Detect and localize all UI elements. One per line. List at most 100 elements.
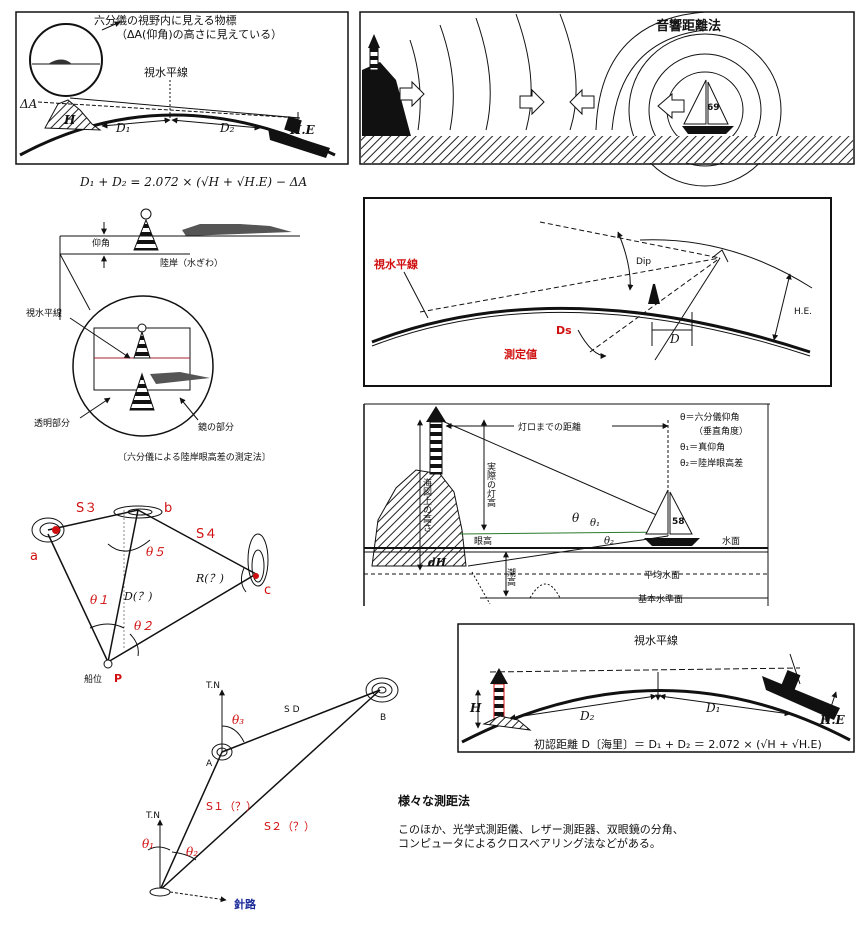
panel-2-frame	[359, 11, 855, 165]
course-label: 針路	[234, 897, 257, 911]
theta5-label: θ５	[146, 545, 165, 559]
legend-1b: （垂直角度）	[694, 425, 748, 437]
panel-dip-measurement: Dip H.E. D 視水平線 Ds 測定値	[363, 197, 832, 387]
measured-label: 測定値	[504, 347, 537, 361]
d2-label-7: D₂	[579, 709, 595, 723]
legend-3: θ₂＝陸岸眼高差	[680, 457, 743, 469]
he-label-4: H.E.	[794, 307, 812, 317]
r-label-6: R(？)	[195, 572, 224, 585]
transparent-label: 透明部分	[34, 417, 70, 429]
lighthouse-icon	[369, 47, 379, 71]
panel-shore-dip-method: 仰角 陸岸（水ぎわ） 視水平線 透明部分 鏡の部分 〔六分儀による陸岸眼高差の測…	[26, 208, 300, 463]
ship-icon-8	[149, 887, 171, 897]
note-title: 様々な測距法	[398, 794, 471, 808]
chart-height-label: 海図上の高さ	[421, 477, 432, 532]
point-b-label: b	[164, 501, 172, 516]
formula-7: 初認距離 D〔海里〕＝ D₁ + D₂ ＝ 2.072 × (√H + √H.E…	[534, 737, 822, 751]
eye-height-label: 眼高	[474, 535, 492, 547]
left-arrow-2	[657, 92, 685, 120]
water-surface-label: 水面	[722, 535, 740, 547]
point-a-label-8: A	[206, 759, 213, 769]
distance-label: 灯ロまでの距離	[518, 421, 581, 433]
cliff-icon	[362, 62, 412, 140]
point-a-label: a	[30, 549, 38, 564]
sailboat-icon-5	[644, 489, 700, 546]
note-line1: このほか、光学式測距儀、レザー測距器、双眼鏡の分角、	[398, 823, 684, 836]
ship-icon-7	[762, 653, 840, 720]
panel-acoustic-distance: 音響距離法 69	[359, 11, 855, 187]
land-icon	[44, 99, 102, 131]
svg-text:実際の灯高: 実際の灯高	[485, 461, 496, 508]
horizon-label-3: 視水平線	[26, 307, 62, 319]
far-land-icon	[182, 224, 292, 236]
theta1-label: θ₁	[590, 518, 600, 529]
theta2-label: θ₂	[604, 536, 614, 547]
legend-1a: θ＝六分儀仰角	[680, 411, 740, 423]
dip-label: Dip	[636, 257, 651, 267]
delta-a-label: ΔA	[19, 97, 38, 111]
right-arrow-2	[519, 88, 545, 116]
panel-lighthouse-distance: 灯ロまでの距離 θ θ₁ θ₂ 58 θ＝六分儀仰角 （垂直角度） θ₁＝真仰角…	[363, 403, 770, 606]
sailboat-number: 69	[707, 103, 720, 113]
he-label-7: H.E	[819, 713, 846, 727]
panel-cross-bearing: T.N T.N A B S D θ₃ S１（？） S２（？） θ₁ θ₂ 針路	[142, 677, 399, 911]
ship-sound-rings	[595, 11, 782, 187]
d-label-6: D(？)	[123, 590, 152, 603]
scope-note-line1: 六分儀の視野内に見える物標	[94, 13, 237, 27]
h-label: H	[63, 113, 76, 127]
island-a-icon	[31, 517, 65, 543]
water-hatch	[361, 136, 853, 163]
lighthouse-icon-5	[429, 421, 443, 475]
d1-label-7: D₁	[705, 701, 720, 715]
legend-2: θ₁＝真仰角	[680, 441, 725, 453]
panel-4-frame	[363, 197, 832, 387]
point-c-label: c	[264, 583, 271, 598]
shore-label: 陸岸（水ぎわ）	[160, 257, 223, 269]
panel-first-sight-distance: 視水平線 H D₂ D₁ H.E 初認距離 D〔海里〕＝ D₁ + D₂ ＝ 2…	[457, 623, 855, 753]
panel-7-frame	[457, 623, 855, 753]
svg-text:潮高: 潮高	[505, 567, 516, 587]
s2-label: S２（？）	[264, 820, 315, 833]
panel-3-caption: 〔六分儀による陸岸眼高差の測定法〕	[118, 451, 271, 463]
ship-label: 船位	[84, 673, 102, 685]
sd-label: S D	[284, 705, 300, 715]
sound-waves	[409, 13, 577, 131]
panel-1-frame	[15, 11, 349, 165]
buoy-icon	[133, 218, 159, 251]
d-label-4: D	[669, 332, 680, 346]
horizon-label-7: 視水平線	[634, 633, 678, 647]
scope-note-line2: （ΔA(仰角)の高さに見えている）	[116, 27, 282, 41]
he-label: H.E	[289, 123, 316, 137]
panel-three-point-fix: S３ S４ a b c θ５ θ１ θ２ D(？) R(？) 船位 P	[30, 501, 271, 685]
tn-label-2: T.N	[145, 811, 160, 821]
tide-label: 潮高	[505, 567, 516, 587]
dh-label: dH	[428, 556, 447, 569]
d1-label: D₁	[115, 121, 130, 135]
mirror-label: 鏡の部分	[198, 421, 234, 433]
panel-2-title: 音響距離法	[656, 18, 721, 34]
real-height-label: 実際の灯高	[485, 461, 496, 508]
ship-icon	[268, 112, 330, 158]
island-b-icon-8	[365, 677, 399, 703]
sailboat-icon	[682, 79, 734, 134]
observer-icon	[711, 249, 729, 263]
reflected-buoy-icon	[129, 372, 155, 411]
theta2-label-8: θ₂	[186, 845, 198, 859]
formula-1: D₁ + D₂ = 2.072 × (√H + √H.E) − ΔA	[79, 175, 307, 189]
scope-pointer-arrow	[101, 21, 121, 31]
ship-position-icon	[103, 659, 113, 669]
s4-label: S４	[196, 527, 217, 542]
theta1-label-6: θ１	[90, 593, 109, 607]
buoy-icon-4	[648, 280, 660, 304]
h-label-7: H	[469, 701, 482, 715]
island-a-icon-8	[211, 743, 233, 761]
right-arrow-1	[399, 80, 425, 108]
datum-label: 基本水準面	[638, 593, 683, 605]
svg-text:海図上の高さ: 海図上の高さ	[421, 477, 432, 532]
horizon-label-4: 視水平線	[373, 257, 418, 271]
theta2-label-6: θ２	[134, 619, 153, 633]
sailboat-number-5: 58	[672, 517, 685, 527]
mean-water-label: 平均水面	[644, 569, 680, 581]
elevation-label: 仰角	[92, 237, 110, 249]
theta1-label-8: θ₁	[142, 837, 154, 851]
